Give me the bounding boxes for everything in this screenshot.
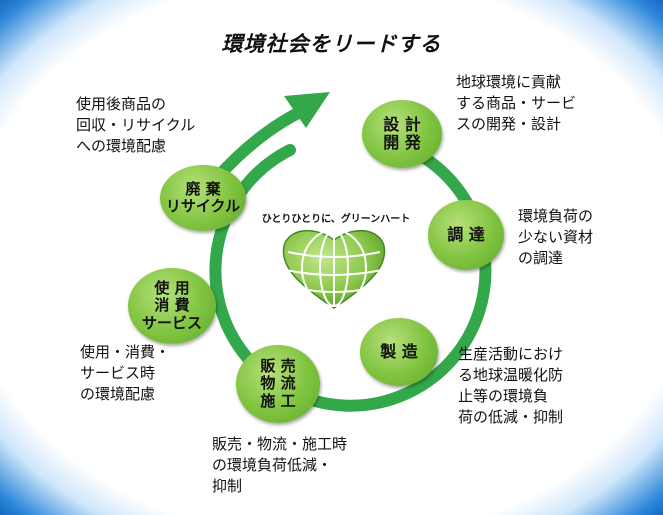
stage-disposal-label: 廃 棄 リサイクル [165, 179, 241, 215]
green-heart-globe-icon [282, 229, 386, 309]
stage-design-node[interactable]: 設 計 開 発 [362, 100, 442, 168]
stage-use-label: 使 用 消 費 サービス [141, 279, 202, 332]
stage-sales-node[interactable]: 販 売 物 流 施 工 [236, 345, 320, 423]
stage-design-description: 地球環境に貢献 する商品・サービ スの開発・設計 [456, 73, 577, 133]
stage-procure-node[interactable]: 調 達 [428, 200, 504, 270]
stage-sales-description: 販売・物流・施工時 の環境負荷低減・ 抑制 [212, 435, 348, 495]
center-slogan: ひとりひとりに、グリーンハート [261, 214, 411, 225]
stage-disposal-node[interactable]: 廃 棄 リサイクル [160, 165, 246, 231]
stage-produce-label: 製 造 [380, 341, 418, 361]
stage-disposal-description: 使用後商品の 回収・リサイクル への環境配慮 [76, 95, 196, 155]
stage-produce-node[interactable]: 製 造 [360, 318, 438, 386]
arrow-head-icon [284, 92, 330, 128]
stage-use-node[interactable]: 使 用 消 費 サービス [128, 268, 216, 344]
stage-procure-label: 調 達 [447, 224, 485, 244]
stage-design-label: 設 計 開 発 [383, 114, 421, 152]
stage-procure-description: 環境負荷の 少ない資材 の調達 [518, 207, 594, 267]
stage-sales-label: 販 売 物 流 施 工 [260, 357, 296, 410]
stage-produce-description: 生産活動におけ る地球温暖化防 止等の環境負 荷の低減・抑制 [458, 345, 564, 426]
page-title: 環境社会をリードする [221, 32, 442, 56]
stage-use-description: 使用・消費・ サービス時 の環境配慮 [80, 343, 171, 403]
